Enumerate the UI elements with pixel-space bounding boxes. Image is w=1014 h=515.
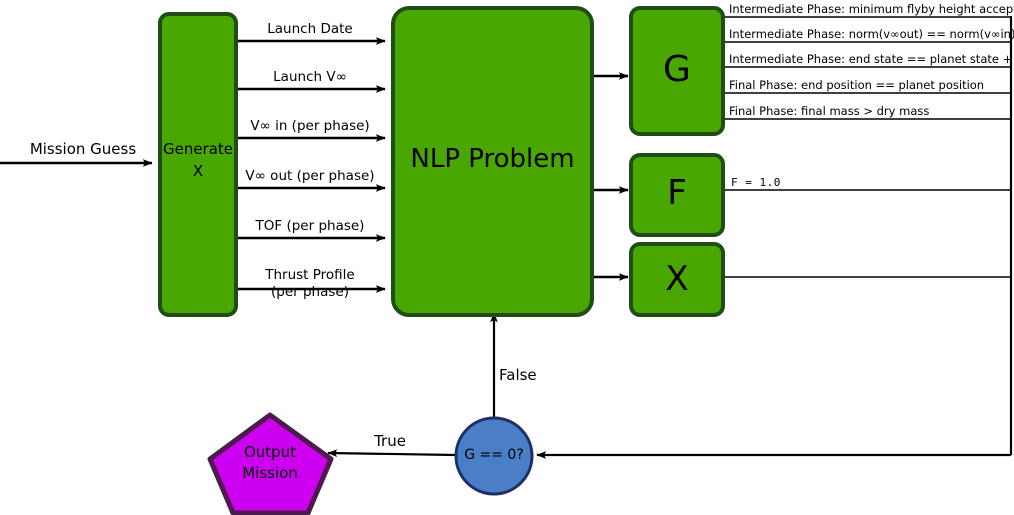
constraint-label-1: Intermediate Phase: minimum flyby height…	[729, 2, 1014, 16]
objective-value-label: F = 1.0	[731, 176, 781, 189]
constraint-label-4: Final Phase: end position == planet posi…	[729, 78, 985, 92]
branch-label-false: False	[499, 366, 537, 384]
node-generate-x[interactable]	[158, 12, 238, 317]
constraint-label-5: Final Phase: final mass > dry mass	[729, 104, 930, 118]
edge-label-tof: TOF (per phase)	[255, 218, 365, 234]
edge-true-branch	[327, 449, 457, 457]
constraint-label-3: Intermediate Phase: end state == planet …	[729, 52, 1014, 66]
node-g[interactable]	[629, 6, 725, 136]
edge-label-vinf-out: V∞ out (per phase)	[245, 168, 375, 184]
constraint-label-2: Intermediate Phase: norm(v∞out) == norm(…	[729, 27, 1014, 41]
edge-label-launch-date: Launch Date	[267, 21, 353, 37]
edge-label-vinf-in: V∞ in (per phase)	[250, 118, 370, 134]
branch-label-true: True	[374, 432, 406, 450]
node-decision[interactable]	[454, 416, 534, 496]
edge-label-launch-vinf: Launch V∞	[273, 69, 347, 85]
edge-label-mission-guess: Mission Guess	[29, 140, 137, 158]
node-nlp-problem[interactable]	[391, 6, 594, 317]
node-output-mission[interactable]	[207, 412, 334, 515]
constraint-lines	[723, 16, 1011, 120]
node-x[interactable]	[629, 242, 725, 317]
feedback-rail	[536, 16, 1013, 459]
edge-label-thrust-profile: Thrust Profile (per phase)	[265, 267, 355, 300]
node-f[interactable]	[629, 153, 725, 237]
